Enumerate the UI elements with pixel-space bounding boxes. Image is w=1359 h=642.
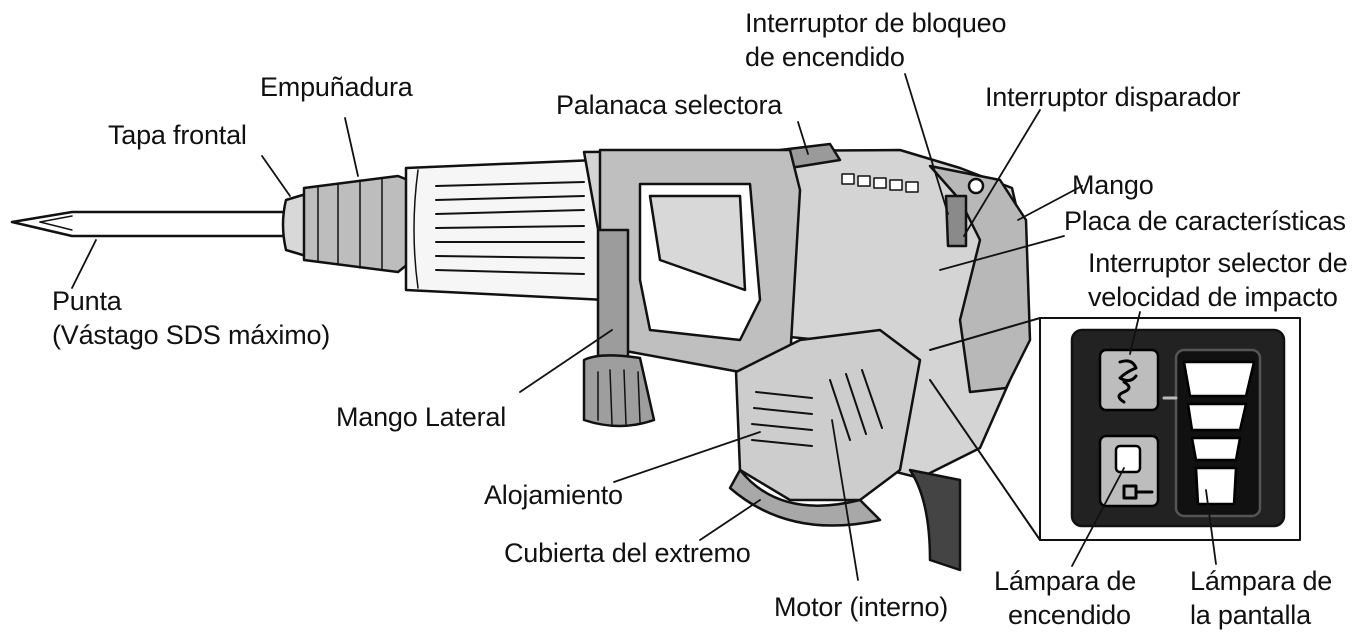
label-mango-lateral: Mango Lateral: [336, 402, 507, 432]
label-lampara-encendido-2: encendido: [1008, 600, 1131, 630]
label-motor: Motor (interno): [774, 592, 949, 622]
label-interruptor-bloqueo-1: Interruptor de bloqueo: [745, 8, 1007, 38]
label-punta-1: Punta: [52, 286, 122, 316]
chisel-bit: [10, 210, 292, 238]
label-lampara-encendido-1: Lámpara de: [994, 566, 1137, 596]
display-lamp: [1174, 348, 1262, 518]
barrel-housing: [404, 158, 608, 302]
end-cover: [728, 468, 882, 527]
display-callout: [929, 317, 1301, 541]
label-mango: Mango: [1072, 170, 1154, 200]
label-palanca-selectora: Palanaca selectora: [556, 90, 783, 120]
power-cord: [908, 468, 962, 572]
leader-lines: [71, 73, 1217, 581]
front-cap: [281, 192, 308, 258]
label-alojamiento: Alojamiento: [484, 480, 623, 510]
label-lampara-pantalla-1: Lámpara de: [1190, 566, 1333, 596]
label-selector-velocidad-1: Interruptor selector de: [1088, 248, 1348, 278]
label-empunadura: Empuñadura: [260, 72, 413, 102]
label-tapa-frontal: Tapa frontal: [108, 120, 247, 150]
label-selector-velocidad-2: velocidad de impacto: [1088, 282, 1338, 312]
grip-sleeve: [302, 174, 410, 274]
label-placa-caracteristicas: Placa de características: [1064, 206, 1346, 236]
label-cubierta-extremo: Cubierta del extremo: [504, 538, 751, 568]
label-interruptor-disparador: Interruptor disparador: [985, 82, 1241, 112]
motor-housing: [728, 328, 962, 572]
label-punta-2: (Vástago SDS máximo): [52, 320, 331, 350]
label-lampara-pantalla-2: la pantalla: [1190, 600, 1311, 630]
rear-handle: [928, 164, 1032, 394]
side-handle: [582, 148, 802, 428]
trigger-switch: [944, 194, 968, 248]
label-interruptor-bloqueo-2: de encendido: [745, 42, 905, 72]
